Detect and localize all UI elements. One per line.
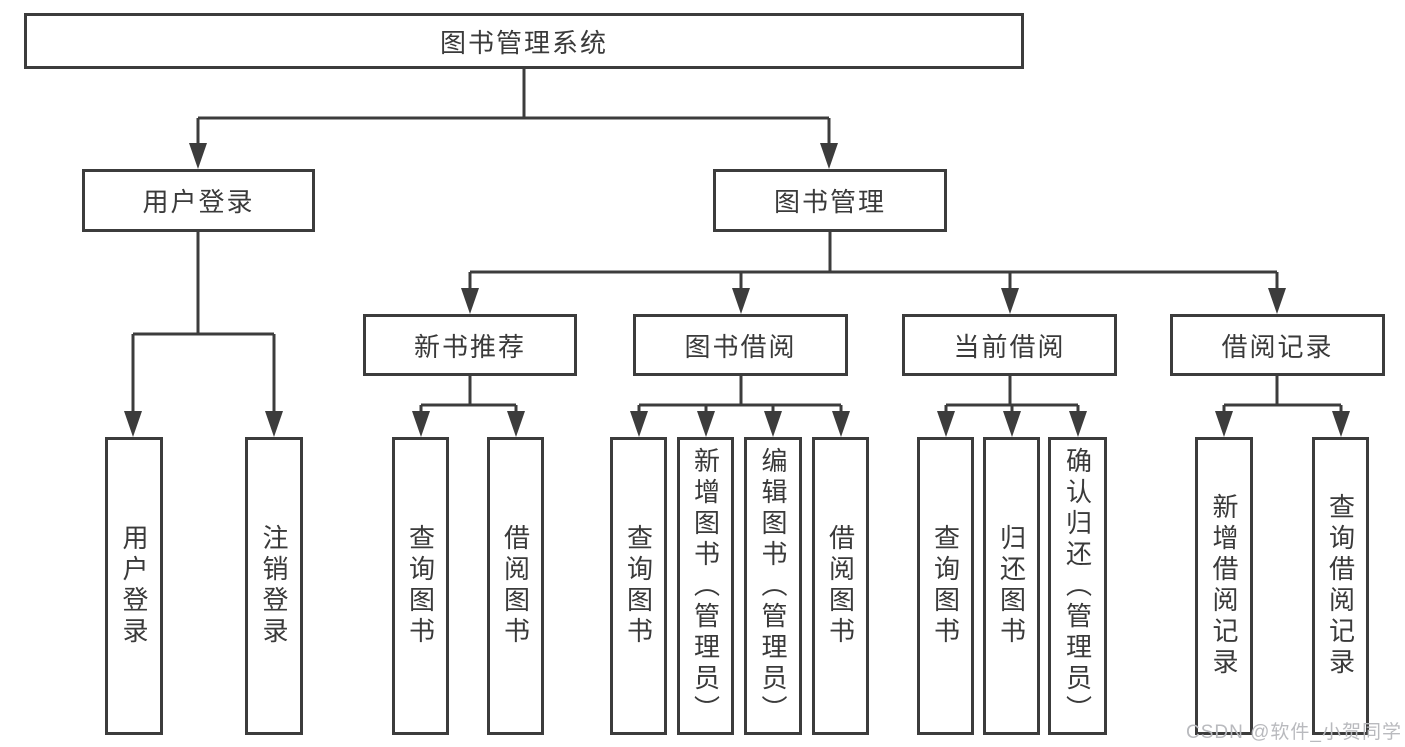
watermark: CSDN @软件_小贺同学 <box>1186 722 1402 743</box>
connector-borrow-records-branch <box>1222 376 1343 416</box>
node-book-management: 图书管理 <box>713 169 947 232</box>
leaf-query-borrow-record: 查询借阅记录 <box>1312 437 1369 735</box>
connector-user-login-branch <box>131 232 276 416</box>
leaf-logout-label: 注销登录 <box>259 524 289 648</box>
connector-current-borrow-branch <box>944 376 1080 416</box>
leaf-return-books-label: 归还图书 <box>996 524 1027 648</box>
node-library-system-label: 图书管理系统 <box>439 27 608 58</box>
arrowhead <box>832 411 850 437</box>
arrowhead <box>189 143 207 169</box>
node-current-borrowing-label: 当前借阅 <box>953 331 1066 362</box>
leaf-edit-book-admin-label: 编辑图书（管理员） <box>758 446 788 726</box>
leaf-logout: 注销登录 <box>245 437 303 735</box>
node-new-book-recommendation: 新书推荐 <box>363 314 577 376</box>
node-current-borrowing: 当前借阅 <box>902 314 1117 376</box>
arrowhead <box>1215 411 1233 437</box>
leaf-user-login: 用户登录 <box>105 437 163 735</box>
leaf-confirm-return-admin-label: 确认归还（管理员） <box>1062 446 1093 726</box>
arrowhead <box>937 411 955 437</box>
arrowhead <box>697 411 715 437</box>
node-library-system: 图书管理系统 <box>24 13 1024 69</box>
leaf-confirm-return-admin: 确认归还（管理员） <box>1048 437 1107 735</box>
leaf-borrow-books-recommend: 借阅图书 <box>487 437 544 735</box>
arrowhead <box>1332 411 1350 437</box>
arrowhead <box>1003 411 1021 437</box>
leaf-query-books-borrow-label: 查询图书 <box>623 524 654 648</box>
arrowhead <box>461 288 479 314</box>
node-book-borrowing-label: 图书借阅 <box>684 331 797 362</box>
arrowhead <box>1001 288 1019 314</box>
connector-root-to-level2 <box>196 69 831 148</box>
arrowhead <box>412 411 430 437</box>
leaf-edit-book-admin: 编辑图书（管理员） <box>744 437 802 735</box>
leaf-add-book-admin-label: 新增图书（管理员） <box>690 446 721 726</box>
node-user-login-label: 用户登录 <box>142 187 255 217</box>
leaf-query-borrow-record-label: 查询借阅记录 <box>1325 493 1356 679</box>
node-book-borrowing: 图书借阅 <box>633 314 848 376</box>
arrowhead <box>732 288 750 314</box>
arrowhead <box>820 143 838 169</box>
leaf-query-books-current-label: 查询图书 <box>930 524 961 648</box>
connector-book-management-to-level3 <box>468 232 1279 293</box>
arrowhead <box>124 411 142 437</box>
connector-book-borrow-branch <box>637 376 843 416</box>
leaf-borrow-books-borrow-label: 借阅图书 <box>825 524 856 648</box>
node-user-login: 用户登录 <box>82 169 315 232</box>
leaf-borrow-books-recommend-label: 借阅图书 <box>500 524 531 648</box>
arrowhead <box>507 411 525 437</box>
arrowhead <box>764 411 782 437</box>
node-new-book-recommendation-label: 新书推荐 <box>413 331 526 362</box>
leaf-user-login-label: 用户登录 <box>119 524 149 648</box>
arrowhead <box>1069 411 1087 437</box>
node-book-management-label: 图书管理 <box>773 187 886 217</box>
leaf-borrow-books-borrow: 借阅图书 <box>812 437 869 735</box>
leaf-return-books: 归还图书 <box>983 437 1040 735</box>
leaf-query-books-borrow: 查询图书 <box>610 437 667 735</box>
node-borrowing-records: 借阅记录 <box>1170 314 1385 376</box>
leaf-query-books-current: 查询图书 <box>917 437 974 735</box>
leaf-add-borrow-record-label: 新增借阅记录 <box>1209 493 1239 679</box>
leaf-add-borrow-record: 新增借阅记录 <box>1195 437 1253 735</box>
arrowhead <box>265 411 283 437</box>
leaf-add-book-admin: 新增图书（管理员） <box>677 437 734 735</box>
connector-new-book-branch <box>419 376 518 416</box>
leaf-query-books-recommend-label: 查询图书 <box>405 524 436 648</box>
arrowhead <box>630 411 648 437</box>
arrowhead <box>1268 288 1286 314</box>
leaf-query-books-recommend: 查询图书 <box>392 437 449 735</box>
node-borrowing-records-label: 借阅记录 <box>1221 331 1334 362</box>
